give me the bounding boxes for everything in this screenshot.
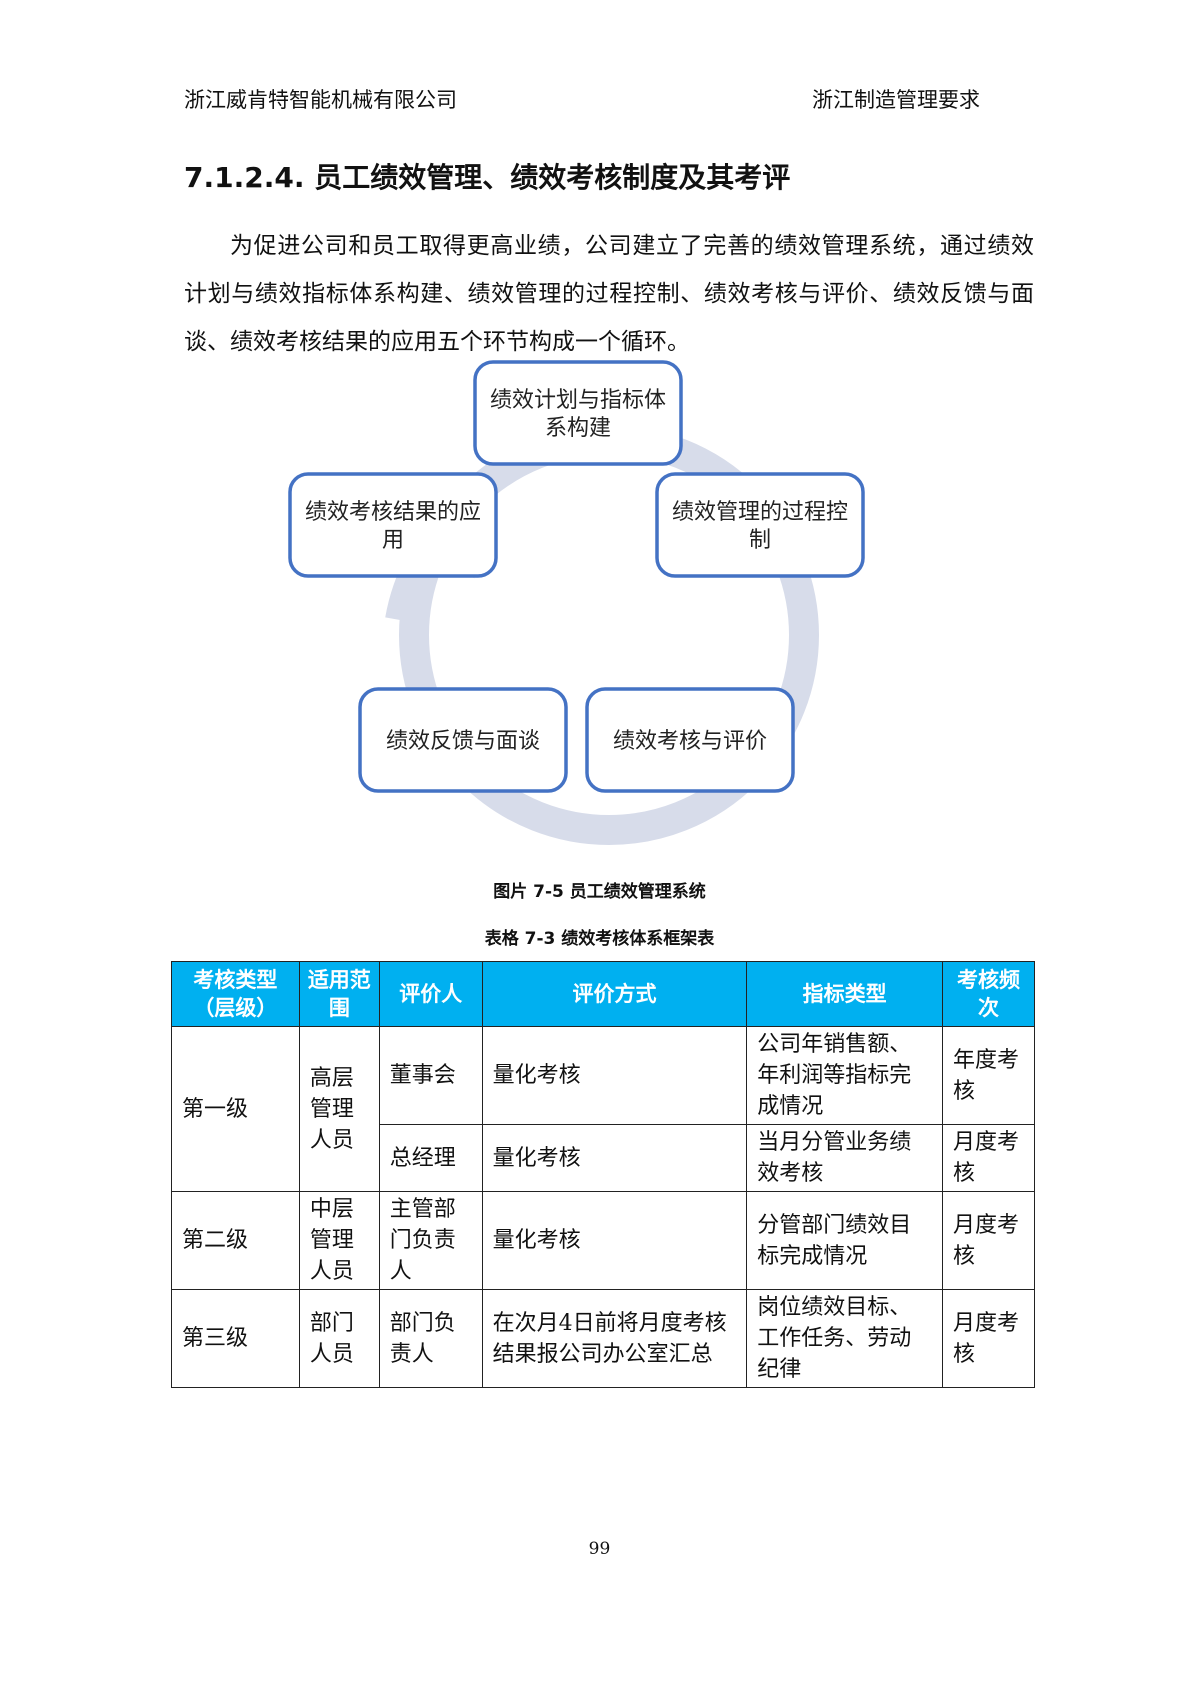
node-label: 绩效计划与指标体 <box>490 388 666 413</box>
cell-frequency: 年度考核 <box>942 1026 1035 1125</box>
cell-frequency: 月度考核 <box>942 1289 1035 1388</box>
cell-method: 在次月4日前将月度考核结果报公司办公室汇总 <box>481 1289 748 1388</box>
col-header-level: 考核类型（层级） <box>171 961 300 1027</box>
cell-indicator: 岗位绩效目标、工作任务、劳动纪律 <box>746 1289 944 1388</box>
performance-cycle-diagram: 绩效计划与指标体系构建绩效管理的过程控制绩效考核与评价绩效反馈与面谈绩效考核结果… <box>288 360 865 845</box>
col-header-indicator: 指标类型 <box>746 961 944 1027</box>
cell-level: 第三级 <box>171 1289 300 1388</box>
node-label: 绩效考核结果的应 <box>305 500 481 525</box>
header-doc-title: 浙江制造管理要求 <box>812 88 980 112</box>
cell-method: 量化考核 <box>481 1124 748 1192</box>
cell-level: 第一级 <box>171 1026 300 1192</box>
node-box <box>358 687 568 793</box>
col-header-frequency: 考核频次 <box>942 961 1035 1027</box>
col-header-evaluator: 评价人 <box>378 961 483 1027</box>
cell-frequency: 月度考核 <box>942 1124 1035 1192</box>
node-label: 绩效考核与评价 <box>613 729 767 754</box>
node-label: 用 <box>382 528 404 553</box>
cell-scope: 部门人员 <box>298 1289 380 1388</box>
node-result-application: 绩效考核结果的应用 <box>288 472 498 578</box>
node-box <box>473 360 683 466</box>
node-label: 绩效管理的过程控 <box>672 500 848 525</box>
table-header-row: 考核类型（层级） 适用范围 评价人 评价方式 指标类型 考核频次 <box>171 961 1035 1027</box>
cell-evaluator: 董事会 <box>378 1026 483 1125</box>
cell-method: 量化考核 <box>481 1026 748 1125</box>
table-row: 第三级 部门人员 部门负责人 在次月4日前将月度考核结果报公司办公室汇总 岗位绩… <box>171 1289 1035 1388</box>
cell-scope: 中层管理人员 <box>298 1191 380 1290</box>
node-box <box>288 472 498 578</box>
header-company: 浙江威肯特智能机械有限公司 <box>184 88 457 112</box>
cell-method: 量化考核 <box>481 1191 748 1290</box>
cell-indicator: 公司年销售额、年利润等指标完成情况 <box>746 1026 944 1125</box>
intro-paragraph: 为促进公司和员工取得更高业绩，公司建立了完善的绩效管理系统，通过绩效计划与绩效指… <box>184 233 1034 355</box>
node-label: 制 <box>749 528 771 553</box>
col-header-method: 评价方式 <box>481 961 748 1027</box>
cell-level: 第二级 <box>171 1191 300 1290</box>
node-process-control: 绩效管理的过程控制 <box>655 472 865 578</box>
assessment-framework-table: 考核类型（层级） 适用范围 评价人 评价方式 指标类型 考核频次 第一级 高层管… <box>171 961 1035 1388</box>
node-box <box>585 687 795 793</box>
table-row: 第一级 高层管理人员 董事会 量化考核 公司年销售额、年利润等指标完成情况 年度… <box>171 1026 1035 1192</box>
cell-indicator: 当月分管业务绩效考核 <box>746 1124 944 1192</box>
node-label: 绩效反馈与面谈 <box>386 729 540 754</box>
section-title: 7.1.2.4. 员工绩效管理、绩效考核制度及其考评 <box>184 161 791 194</box>
cell-evaluator: 主管部门负责人 <box>378 1191 483 1290</box>
table-row: 总经理 量化考核 当月分管业务绩效考核 月度考核 <box>172 1124 1035 1192</box>
table-caption: 表格 7-3 绩效考核体系框架表 <box>484 929 715 949</box>
node-feedback-interview: 绩效反馈与面谈 <box>358 687 568 793</box>
node-box <box>655 472 865 578</box>
node-assessment-evaluation: 绩效考核与评价 <box>585 687 795 793</box>
cell-scope: 高层管理人员 <box>298 1026 380 1192</box>
cell-evaluator: 总经理 <box>378 1124 483 1192</box>
cell-evaluator: 部门负责人 <box>378 1289 483 1388</box>
figure-caption: 图片 7-5 员工绩效管理系统 <box>493 882 706 902</box>
cell-indicator: 分管部门绩效目标完成情况 <box>746 1191 944 1290</box>
col-header-scope: 适用范围 <box>298 961 380 1027</box>
table-row: 第二级 中层管理人员 主管部门负责人 量化考核 分管部门绩效目标完成情况 月度考… <box>171 1191 1035 1290</box>
node-label: 系构建 <box>545 416 611 441</box>
page-number: 99 <box>588 1539 611 1559</box>
cell-frequency: 月度考核 <box>942 1191 1035 1290</box>
